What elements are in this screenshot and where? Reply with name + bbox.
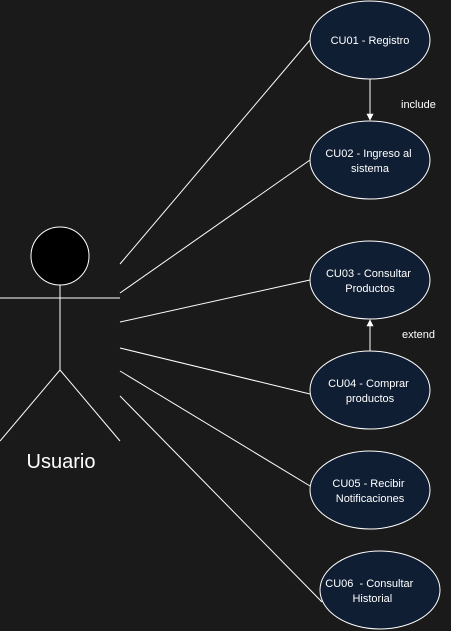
- use-case-label-line: CU05 - Recibir: [332, 478, 404, 490]
- use-case-cu03: CU03 - Consultar Productos: [309, 240, 431, 320]
- actor-left-leg: [0, 369, 61, 442]
- association-line-cu04: [119, 347, 311, 395]
- use-case-label-cu04: CU04 - Comprar productos: [328, 378, 412, 405]
- use-case-cu01: CU01 - Registro: [309, 0, 431, 80]
- actor-head: [30, 226, 90, 286]
- use-case-cu06: CU06 - Consultar Historial: [319, 550, 441, 630]
- include-label: include: [401, 99, 436, 111]
- use-case-label-line: CU02 - Ingreso al: [325, 148, 411, 160]
- use-case-label-cu01: CU01 - Registro: [331, 35, 410, 47]
- association-line-cu02: [119, 159, 311, 294]
- use-case-ellipse-cu04: [309, 350, 431, 430]
- use-case-label-line: Historial: [352, 593, 392, 605]
- association-line-cu03: [119, 279, 311, 323]
- use-case-cu04: CU04 - Comprar productos: [309, 350, 431, 430]
- use-case-label-line: Productos: [345, 283, 395, 295]
- actor-usuario: [0, 226, 121, 442]
- use-case-ellipse-cu02: [309, 120, 431, 200]
- relation-extend: extend: [366, 319, 435, 351]
- use-case-label-line: CU06 - Consultar: [325, 578, 413, 590]
- use-case-label-cu06: CU06 - Consultar Historial: [325, 578, 413, 605]
- use-case-label-line: productos: [346, 393, 395, 405]
- association-line-cu05: [119, 370, 311, 487]
- use-case-label-line: CU04 - Comprar: [328, 378, 409, 390]
- use-case-label-cu03: CU03 - Consultar Productos: [326, 268, 414, 295]
- use-case-cu05: CU05 - Recibir Notificaciones: [309, 450, 431, 530]
- association-line-cu01: [119, 39, 311, 265]
- relation-include: include: [366, 79, 436, 121]
- use-case-label-line: CU01 - Registro: [331, 35, 410, 47]
- use-case-label-line: CU03 - Consultar: [326, 268, 411, 280]
- use-case-ellipse-cu06: [319, 550, 441, 630]
- use-case-label-cu02: CU02 - Ingreso al sistema: [325, 148, 414, 175]
- use-case-cu02: CU02 - Ingreso al sistema: [309, 120, 431, 200]
- extend-label: extend: [402, 329, 435, 341]
- actor-name: Usuario: [27, 451, 96, 473]
- use-case-label-cu05: CU05 - Recibir Notificaciones: [332, 478, 407, 505]
- use-case-label-line: sistema: [351, 163, 390, 175]
- use-case-ellipse-cu05: [309, 450, 431, 530]
- use-case-label-line: Notificaciones: [336, 493, 405, 505]
- association-lines: [119, 39, 323, 603]
- actor-right-leg: [59, 369, 121, 442]
- use-case-ellipse-cu03: [309, 240, 431, 320]
- association-line-cu06: [119, 395, 323, 603]
